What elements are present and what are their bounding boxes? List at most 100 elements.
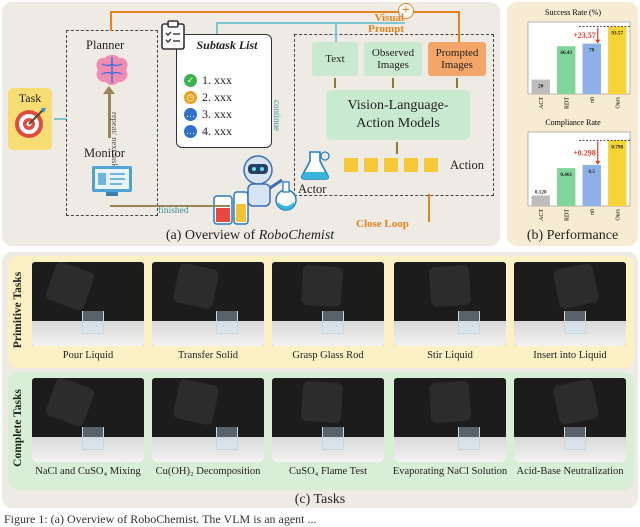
glassware-shape (322, 427, 344, 450)
chart-bar (557, 46, 576, 94)
chart-category-label: Ours (615, 208, 621, 220)
subtask-text: 3. xxx (202, 107, 232, 121)
loop-line-right (458, 11, 460, 42)
subtask-list: ✓ 1. xxx ◷2. xxx…3. xxx…4. xxx (184, 72, 268, 140)
robot-arm-shape (552, 262, 600, 310)
figure-caption: Figure 1: (a) Overview of RoboChemist. T… (4, 512, 317, 526)
robot-arm-shape (300, 264, 344, 308)
compliance-rate-chart: Compliance Rate0.128ACT0.461RDT0.5π00.79… (527, 118, 631, 221)
complete-caption: Acid-Base Neutralization (516, 466, 624, 477)
action-tokens (344, 158, 444, 174)
arrow-prompted (456, 78, 458, 88)
actor-label: Actor (298, 182, 327, 196)
chart-category-label: RDT (564, 209, 570, 221)
primitive-thumbnail (514, 262, 626, 346)
robot-arm-shape (44, 262, 96, 312)
arrow-text (334, 78, 336, 88)
primitive-thumbnail (152, 262, 264, 346)
chart-category-label: RDT (564, 97, 570, 109)
close-loop-line (428, 194, 430, 222)
complete-caption: CuSO₄ Flame Test (289, 466, 367, 477)
bench-surface (152, 320, 264, 346)
subtask-item: ✓ 1. xxx (184, 72, 268, 89)
chart-delta-label: +23.57 (573, 31, 596, 40)
robot-arm-shape (172, 262, 220, 310)
complete-thumbnail (152, 378, 264, 462)
teal-subtask-line (216, 22, 336, 24)
glassware-shape (564, 311, 586, 334)
clock-icon: ◷ (184, 91, 197, 104)
robot-arm-shape (44, 378, 96, 428)
robot-arm-shape (428, 380, 472, 424)
complete-tasks-label: Complete Tasks (12, 389, 24, 467)
input-text: Text (312, 42, 358, 76)
bench-surface (394, 320, 506, 346)
robot-arm-shape (428, 264, 472, 308)
task-label: Task (18, 91, 42, 105)
overview-caption: (a) Overview of RoboChemist (165, 228, 335, 243)
chart-category-label: ACT (539, 97, 545, 109)
performance-caption: (b) Performance (526, 228, 619, 243)
glassware-shape (216, 427, 238, 450)
primitive-caption: Insert into Liquid (533, 350, 607, 361)
action-token (404, 158, 418, 172)
subtask-item: …3. xxx (184, 106, 268, 123)
chart-bar (608, 26, 627, 94)
complete-caption: Cu(OH)₂ Decomposition (155, 466, 261, 477)
check-circle-icon: ✓ (184, 74, 197, 87)
add-circle-icon: + (398, 3, 414, 19)
chart-category-label: Ours (615, 96, 621, 108)
bench-surface (394, 436, 506, 462)
primitive-tasks-label: Primitive Tasks (12, 271, 24, 349)
arrow-observed (392, 78, 394, 88)
action-token (424, 158, 438, 172)
chart-delta-arrowhead (595, 160, 601, 165)
chart-value-label: 66.43 (560, 50, 572, 56)
subtask-item: …4. xxx (184, 123, 268, 140)
chart-title: Success Rate (%) (545, 8, 601, 17)
chart-category-label: ACT (539, 209, 545, 221)
bench-surface (152, 436, 264, 462)
action-label: Action (450, 158, 485, 172)
agent-group (66, 30, 158, 216)
continue-label: continue (272, 100, 282, 131)
action-token (384, 158, 398, 172)
chart-category-label: π0 (590, 97, 596, 103)
subtask-item: ◷2. xxx (184, 89, 268, 106)
chart-value-label: 0.798 (611, 144, 623, 150)
glassware-shape (564, 427, 586, 450)
complete-caption: Evaporating NaCl Solution (392, 466, 508, 477)
chart-title: Compliance Rate (545, 118, 601, 127)
primitive-caption: Grasp Glass Rod (292, 350, 364, 361)
chart-bar (582, 43, 601, 94)
finished-line (110, 205, 230, 207)
subtask-text: 4. xxx (202, 124, 232, 138)
task-arrow (54, 118, 66, 120)
flask-icon (301, 151, 330, 180)
chart-category-label: π0 (590, 209, 596, 215)
primitive-caption: Transfer Solid (178, 350, 238, 361)
brain-icon (96, 55, 128, 85)
chart-bar (608, 140, 627, 206)
teal-subtask-line-down (216, 22, 218, 34)
monitor-icon (92, 166, 132, 196)
chart-value-label: 0.461 (560, 172, 572, 178)
robot-arm-shape (552, 378, 600, 426)
robot-arm-shape (300, 380, 344, 424)
subtask-text: 1. xxx (202, 73, 232, 87)
visual-prompt-label: Visual Prompt (368, 12, 404, 35)
clipboard-icon (161, 20, 185, 50)
complete-thumbnail (272, 378, 384, 462)
input-observed-images: Observed Images (364, 42, 422, 76)
monitor-label: Monitor (84, 146, 125, 160)
input-prompted-images: Prompted Images (428, 42, 486, 76)
chart-delta-label: +0.298 (573, 149, 596, 158)
primitive-caption: Pour Liquid (62, 350, 114, 361)
vla-group (294, 34, 494, 196)
glassware-shape (82, 311, 104, 334)
complete-thumbnail (32, 378, 144, 462)
glassware-shape (216, 311, 238, 334)
primitive-thumbnail (272, 262, 384, 346)
chart-bar (582, 164, 601, 206)
subtask-title: Subtask List (196, 38, 258, 52)
